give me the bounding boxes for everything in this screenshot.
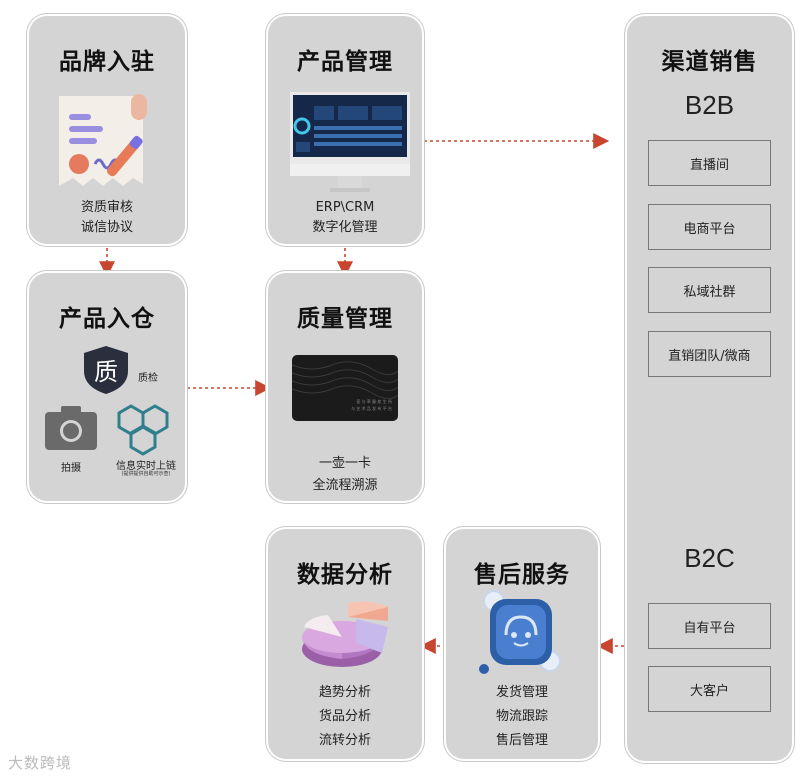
line-goods: 货品分析 xyxy=(318,709,371,724)
card-title: 渠道销售 xyxy=(661,49,758,75)
channel-private-community: 私域社群 xyxy=(648,267,771,313)
card-title: 质量管理 xyxy=(297,306,393,332)
monitor-icon xyxy=(290,92,410,192)
channel-own-platform: 自有平台 xyxy=(648,603,771,649)
line-trend: 趋势分析 xyxy=(318,685,371,700)
line-digital: 数字化管理 xyxy=(312,220,378,235)
card-lines: 发货管理 物流跟踪 售后管理 xyxy=(446,681,598,753)
label-onchain-sub: (提供提供自助可示查) xyxy=(121,471,171,477)
shield-icon xyxy=(84,346,128,394)
card-product-management: 产品管理 ERP\CRM 数字化管理 xyxy=(268,16,422,244)
pie-chart-icon xyxy=(302,601,388,667)
shield-glyph: 质 xyxy=(94,358,118,386)
headset-icon xyxy=(479,590,561,674)
label-photo: 拍摄 xyxy=(61,463,81,474)
line-logistics: 物流跟踪 xyxy=(495,709,548,724)
card-after-sales: 售后服务 发货管理 物流跟踪 售后管理 xyxy=(446,529,598,759)
card-print-2: 与 艺 术 品 发 布 平 台 xyxy=(351,406,392,411)
card-title: 产品管理 xyxy=(297,49,393,75)
label-quality-check: 质检 xyxy=(138,373,158,384)
card-title: 产品入仓 xyxy=(59,306,155,332)
card-lines: 资质审核 诚信协议 xyxy=(29,198,185,238)
line-agreement: 诚信协议 xyxy=(80,220,133,235)
b2b-label: B2B xyxy=(684,90,735,120)
label-onchain: 信息实时上链 xyxy=(116,461,176,472)
card-title: 售后服务 xyxy=(474,562,570,588)
card-lines: 趋势分析 货品分析 流转分析 xyxy=(268,681,422,753)
line-trace: 全流程溯源 xyxy=(312,478,378,493)
channel-ecommerce: 电商平台 xyxy=(648,204,771,250)
line-one-card: 一壶一卡 xyxy=(318,456,371,471)
card-brand-onboarding: 品牌入驻 资质审核 诚信协议 xyxy=(29,16,185,244)
card-print-1: 壶 与 草 匾 航 生 所 xyxy=(356,399,392,404)
blockchain-icon xyxy=(117,404,169,456)
line-qualification: 资质审核 xyxy=(80,200,133,215)
line-circulation: 流转分析 xyxy=(318,733,371,748)
line-shipping: 发货管理 xyxy=(495,685,548,700)
watermark: 大数跨境 xyxy=(8,754,73,772)
camera-icon xyxy=(45,406,97,450)
nfc-card-icon: 壶 与 草 匾 航 生 所 与 艺 术 品 发 布 平 台 xyxy=(292,355,398,421)
card-lines: 一壶一卡 全流程溯源 xyxy=(268,453,422,497)
card-title: 数据分析 xyxy=(297,562,393,588)
card-data-analysis: 数据分析 趋势分析 货品分析 流转分析 xyxy=(268,529,422,759)
card-channel-sales: 渠道销售 B2B 直播间 电商平台 私域社群 直销团队/微商 B2C 自有平台 … xyxy=(627,16,792,761)
card-title: 品牌入驻 xyxy=(59,49,155,75)
b2c-label: B2C xyxy=(684,543,735,573)
channel-direct-sales: 直销团队/微商 xyxy=(648,331,771,377)
line-erp-crm: ERP\CRM xyxy=(315,200,375,215)
channel-live-room: 直播间 xyxy=(648,140,771,186)
card-warehouse-entry: 产品入仓 质 质检 拍摄 信息实时上链 (提供提供自助可示查) xyxy=(29,273,185,501)
card-quality-management: 质量管理 壶 与 草 匾 航 生 所 与 艺 术 品 发 布 平 台 一壶一卡 … xyxy=(268,273,422,501)
contract-icon xyxy=(59,94,147,186)
channel-key-accounts: 大客户 xyxy=(648,666,771,712)
line-service: 售后管理 xyxy=(495,733,548,748)
card-lines: ERP\CRM 数字化管理 xyxy=(268,198,422,238)
